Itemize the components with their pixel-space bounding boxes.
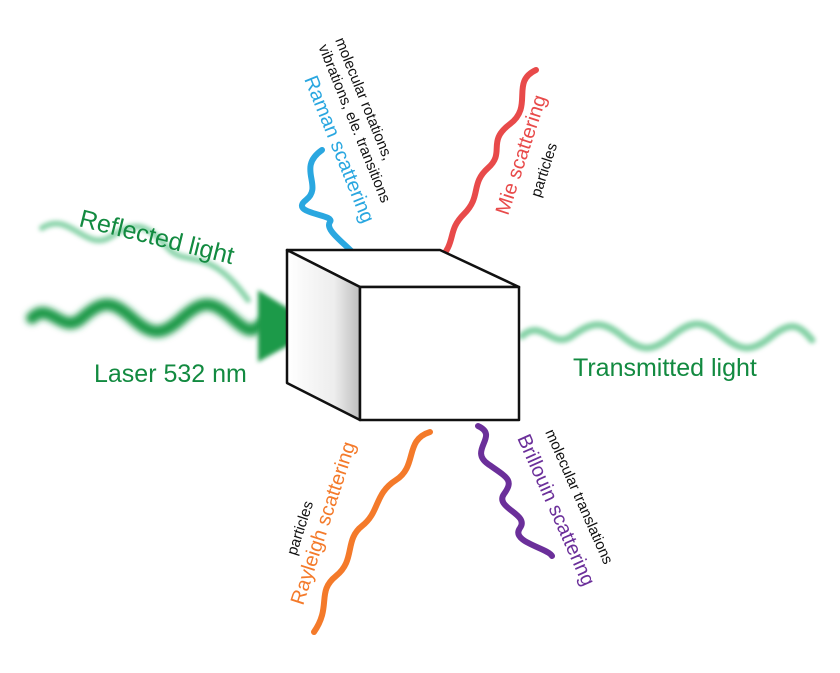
laser-beam-wave xyxy=(26,298,268,338)
transmitted-light-wave xyxy=(518,320,816,352)
rayleigh-scattering-wave xyxy=(311,429,433,635)
transmitted-light-label: Transmitted light xyxy=(573,354,757,382)
laser-label: Laser 532 nm xyxy=(94,360,247,388)
sample-cube xyxy=(285,248,521,422)
mie-scattering-wave xyxy=(435,67,539,265)
raman-scattering-wave xyxy=(299,147,361,261)
reflected-light-label: Reflected light xyxy=(77,205,238,271)
cube-front-face xyxy=(358,285,521,422)
reflected-light-wave xyxy=(39,220,251,303)
brillouin-scattering-wave xyxy=(475,423,555,559)
